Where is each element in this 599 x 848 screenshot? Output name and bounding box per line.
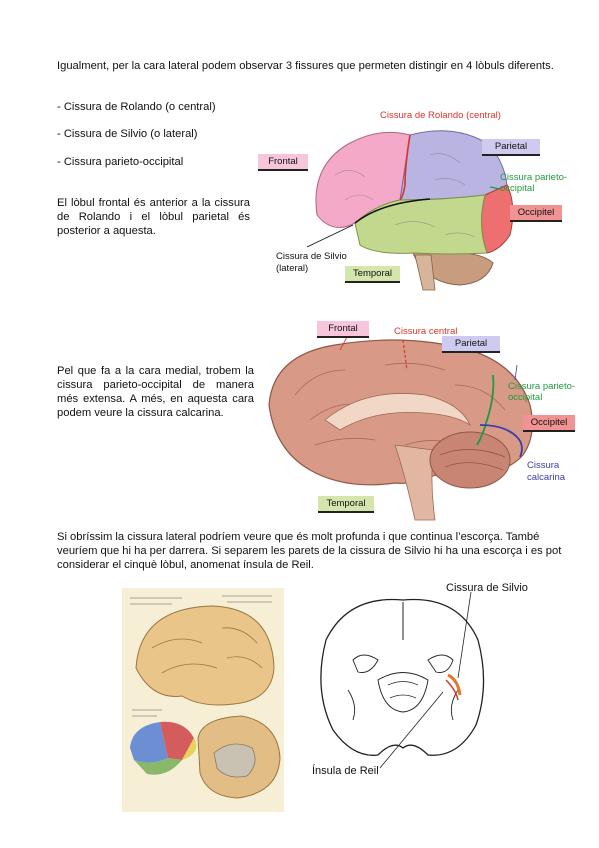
label-parieto-occipital-medial: Cissura parieto- occipital [508,381,576,403]
label-occipital-medial: Occipitel [523,415,575,432]
fissure-item-silvio: - Cissura de Silvio (o lateral) [57,128,198,140]
medial-brain-illustration [268,336,533,521]
label-silvio-coronal: Cissura de Silvio [446,582,528,594]
coronal-section-figure [308,580,498,780]
label-parietal-medial: Parietal [442,336,500,353]
intro-paragraph: Igualment, per la cara lateral podem obs… [57,60,554,72]
lateral-brain-figure [255,105,585,295]
frontal-lobe-note: El lòbul frontal és anterior a la cissur… [57,197,250,237]
insula-paragraph: Si obríssim la cissura lateral podríem v… [57,531,562,571]
label-calcarina: Cissura calcarina [527,460,566,483]
label-frontal: Frontal [258,154,308,171]
label-rolando-central: Cissura de Rolando (central) [380,110,501,121]
fissure-item-rolando: - Cissura de Rolando (o central) [57,101,216,113]
label-central: Cissura central [394,326,458,337]
lateral-brain-illustration [306,130,514,291]
fissure-item-parieto-occipital: - Cissura parieto-occipital [57,156,184,168]
coronal-section-illustration [320,591,485,769]
insula-anatomy-illustration [130,595,281,799]
medial-brain-figure [255,325,585,525]
label-silvio-lateral: Cissura de Silvio (lateral) [276,251,347,274]
label-frontal-medial: Frontal [317,321,369,338]
label-temporal: Temporal [345,266,400,283]
label-parieto-occipital: Cissura parieto- occipital [500,172,568,194]
medial-paragraph: Pel que fa a la cara medial, trobem la c… [57,365,254,419]
label-temporal-medial: Temporal [318,496,374,513]
label-insula-reil: Ínsula de Reil [312,765,379,777]
insula-anatomy-plate [122,588,284,812]
label-occipital: Occipitel [510,205,562,222]
label-parietal: Parietal [482,139,540,156]
